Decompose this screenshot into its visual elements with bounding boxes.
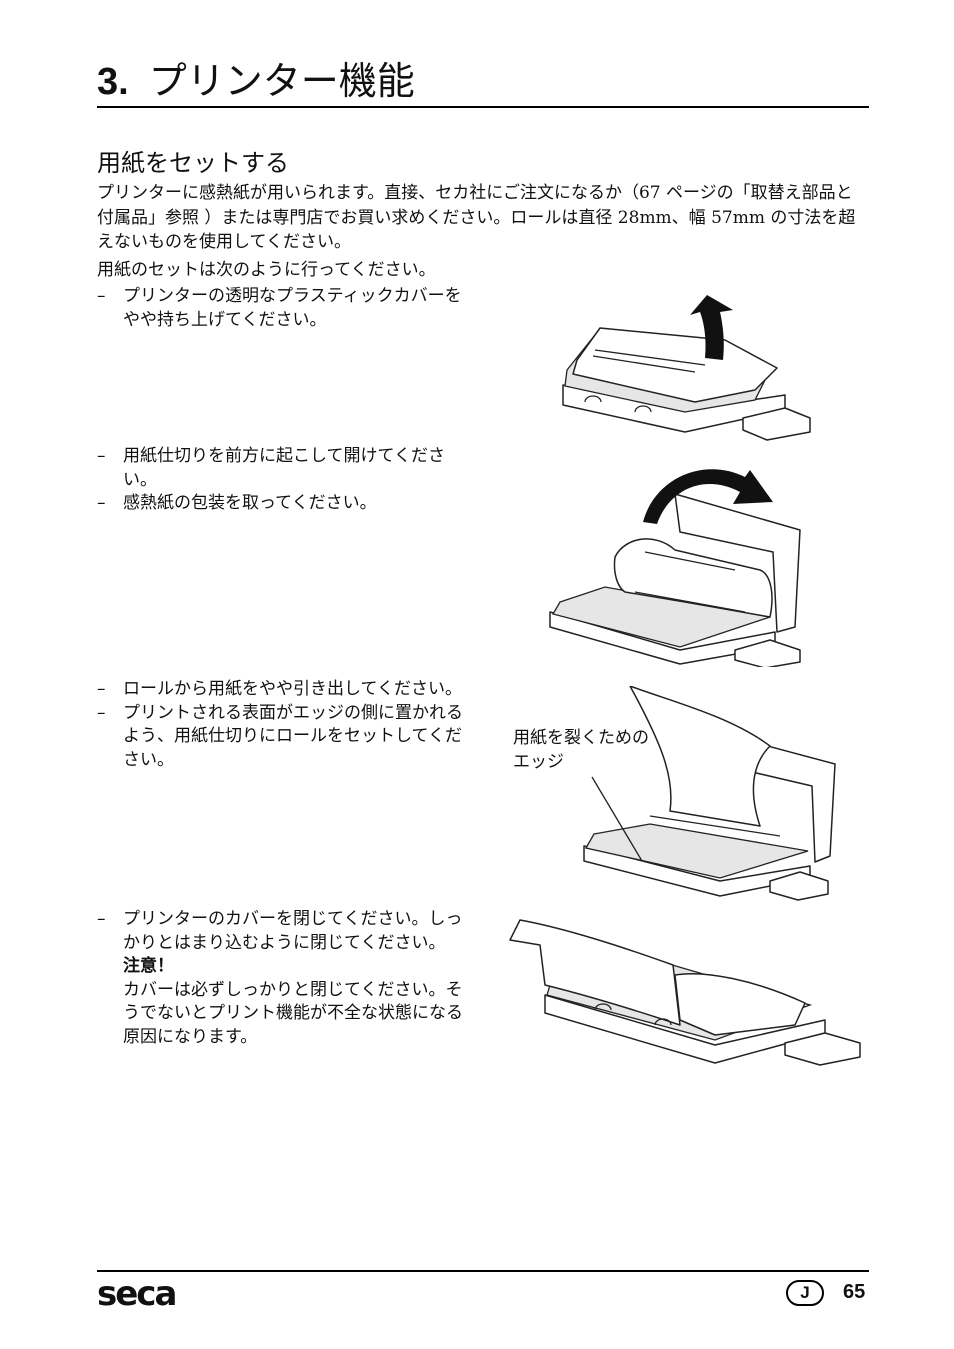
paper-tray [734, 639, 801, 667]
bullet-dash: – [97, 286, 106, 306]
figure-insert-roll [583, 686, 836, 901]
list-item-text: ロールから用紙をやや引き出してください。 [123, 679, 462, 699]
figure-open-divider [549, 469, 801, 667]
list-item: – プリンターの透明なプラスティックカバーをやや持ち上げてください。 [97, 285, 469, 332]
list-item: – 感熱紙の包装を取ってください。 [97, 492, 469, 516]
list-item: – プリントされる表面がエッジの側に置かれるよう、用紙仕切りにロールをセットして… [97, 702, 469, 773]
paper-tray [769, 871, 829, 901]
list-item: – ロールから用紙をやや引き出してください。 [97, 678, 469, 702]
note-title: 注意！ [123, 956, 174, 976]
step-1: – プリンターの透明なプラスティックカバーをやや持ち上げてください。 [97, 285, 469, 332]
arrow-up-icon [690, 295, 733, 360]
callout-leader-line [591, 776, 643, 862]
paper-sheet [629, 686, 771, 827]
intro-paragraph-1: プリンターに感熱紙が用いられます。直接、セカ社にご注文になるか（67 ページの「… [97, 183, 856, 252]
language-badge: J [786, 1280, 824, 1306]
list-item-text: 感熱紙の包装を取ってください。 [123, 493, 377, 513]
list-item-text: プリンターの透明なプラスティックカバーをやや持ち上げてください。 [123, 286, 462, 330]
figure-close-cover [509, 919, 861, 1066]
list-item-text: プリントされる表面がエッジの側に置かれるよう、用紙仕切りにロールをセットしてくだ… [123, 702, 463, 770]
paper-divider [613, 538, 773, 618]
figure-open-cover [562, 295, 811, 441]
footer-rule [97, 1270, 869, 1272]
bullet-dash: – [97, 493, 106, 513]
step-4: – プリンターのカバーを閉じてください。しっかりとはまり込むように閉じてください… [97, 908, 469, 1049]
bullet-dash: – [97, 446, 106, 466]
list-item-text: 用紙仕切りを前方に起こして開けてください。 [123, 446, 445, 490]
paper-tray [784, 1032, 861, 1066]
bullet-dash: – [97, 909, 106, 929]
arrow-rotate-icon [643, 469, 773, 524]
open-lid [674, 493, 801, 633]
page-number: 65 [843, 1281, 866, 1303]
figure-callout-label: 用紙を裂くためのエッジ [513, 728, 649, 772]
list-item-text: プリンターのカバーを閉じてください。しっかりとはまり込むように閉じてください。 [123, 909, 463, 953]
printer-body [552, 586, 771, 648]
closed-cover [674, 972, 806, 1036]
chapter-heading: 3. プリンター機能 [97, 56, 869, 108]
intro-text: プリンターに感熱紙が用いられます。直接、セカ社にご注文になるか（67 ページの「… [97, 181, 869, 282]
section-title: 用紙をセットする [97, 149, 289, 177]
paper-tray [742, 407, 811, 441]
chapter-title: プリンター機能 [148, 59, 415, 103]
bullet-dash: – [97, 679, 106, 699]
printer-body [584, 823, 809, 879]
intro-paragraph-2: 用紙のセットは次のように行ってください。 [97, 259, 436, 280]
bullet-dash: – [97, 702, 106, 723]
step-2: – 用紙仕切りを前方に起こして開けてください。 – 感熱紙の包装を取ってください… [97, 445, 469, 516]
seca-logo: seca [97, 1274, 177, 1314]
note-text: カバーは必ずしっかりと閉じてください。そうでないとプリント機能が不全な状態になる… [123, 979, 463, 1047]
step-3: – ロールから用紙をやや引き出してください。 – プリントされる表面がエッジの側… [97, 678, 469, 772]
chapter-number: 3. [97, 61, 129, 103]
list-item: – 用紙仕切りを前方に起こして開けてください。 [97, 445, 469, 492]
plastic-cover [572, 327, 778, 403]
list-item: – プリンターのカバーを閉じてください。しっかりとはまり込むように閉じてください… [97, 908, 469, 955]
